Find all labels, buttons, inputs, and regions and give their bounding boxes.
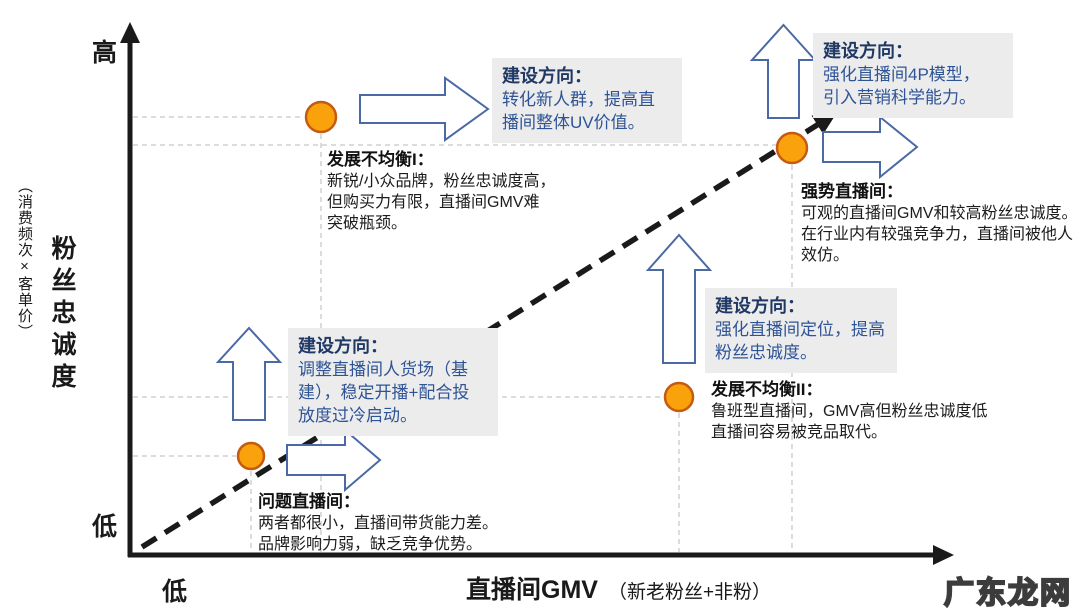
box-line: 播间整体UV价值。 xyxy=(502,113,645,132)
note-line: 直播间容易被竞品取代。 xyxy=(711,424,888,441)
box-line: 建），稳定开播+配合投 xyxy=(298,383,470,402)
x-axis-title: 直播间GMV xyxy=(466,576,598,604)
note-line: 效仿。 xyxy=(801,247,850,264)
dot-high-gmv-low-loyalty xyxy=(663,381,695,413)
note-title: 发展不均衡II： xyxy=(711,380,823,399)
box-title: 建设方向： xyxy=(823,41,913,61)
x-axis-low-label: 低 xyxy=(162,578,188,606)
box-direction-top-right: 建设方向： 强化直播间4P模型， 引入营销科学能力。 xyxy=(813,33,1013,118)
arrow-up-bottom-left xyxy=(215,326,283,421)
arrow-right-bottom-left xyxy=(286,427,382,493)
note-line: 新锐/小众品牌，粉丝忠诚度高， xyxy=(327,173,556,190)
box-title: 建设方向： xyxy=(715,296,805,316)
y-axis-high-label: 高 xyxy=(92,39,118,67)
dot-high-loyalty-low-gmv xyxy=(304,100,338,134)
dot-problem-room xyxy=(236,441,266,471)
box-title: 建设方向： xyxy=(502,66,592,86)
dot-strong-room xyxy=(775,131,809,165)
note-title: 发展不均衡I： xyxy=(327,150,434,169)
x-axis-title-row: 直播间GMV （新老粉丝+非粉） xyxy=(466,570,771,606)
box-line: 引入营销科学能力。 xyxy=(823,88,976,107)
arrow-up-top-right xyxy=(749,23,818,119)
note-line: 可观的直播间GMV和较高粉丝忠诚度。 xyxy=(801,205,1078,222)
y-axis-low-label: 低 xyxy=(92,513,118,541)
arrow-right-far-right xyxy=(822,114,919,180)
note-title: 问题直播间： xyxy=(258,492,360,511)
note-imbalance-2: 发展不均衡II： 鲁班型直播间，GMV高但粉丝忠诚度低 直播间容易被竞品取代。 xyxy=(711,378,987,443)
box-direction-top: 建设方向： 转化新人群，提高直 播间整体UV价值。 xyxy=(492,58,682,143)
arrow-up-middle xyxy=(645,233,713,364)
note-line: 两者都很小，直播间带货能力差。 xyxy=(258,515,499,532)
box-line: 放度过冷启动。 xyxy=(298,406,417,425)
quadrant-dots xyxy=(236,100,809,471)
y-axis-title: 粉丝忠诚度 xyxy=(48,235,76,395)
box-line: 调整直播间人货场（基 xyxy=(298,360,468,379)
note-line: 品牌影响力弱，缺乏竞争优势。 xyxy=(258,536,483,553)
box-line: 转化新人群，提高直 xyxy=(502,90,655,109)
arrow-right-top-left xyxy=(359,76,490,142)
box-direction-mid-right: 建设方向： 强化直播间定位，提高 粉丝忠诚度。 xyxy=(705,288,897,373)
box-line: 粉丝忠诚度。 xyxy=(715,343,817,362)
note-line: 突破瓶颈。 xyxy=(327,215,408,232)
note-line: 鲁班型直播间，GMV高但粉丝忠诚度低 xyxy=(711,403,988,420)
direction-arrows xyxy=(215,23,919,493)
y-axis-subtitle: （消费频次×客单价） xyxy=(16,178,33,340)
note-line: 在行业内有较强竞争力，直播间被他人 xyxy=(801,226,1074,243)
box-title: 建设方向： xyxy=(298,336,388,356)
note-strong-room: 强势直播间： 可观的直播间GMV和较高粉丝忠诚度。 在行业内有较强竞争力，直播间… xyxy=(801,180,1077,266)
note-problem-room: 问题直播间： 两者都很小，直播间带货能力差。 品牌影响力弱，缺乏竞争优势。 xyxy=(258,490,498,555)
x-axis-subtitle: （新老粉丝+非粉） xyxy=(607,582,772,603)
box-line: 强化直播间定位，提高 xyxy=(715,320,885,339)
watermark-logo: 广东龙网 xyxy=(943,576,1072,611)
box-direction-bottom-left: 建设方向： 调整直播间人货场（基 建），稳定开播+配合投 放度过冷启动。 xyxy=(288,328,498,436)
note-title: 强势直播间： xyxy=(801,182,903,201)
box-line: 强化直播间4P模型， xyxy=(823,65,980,84)
note-line: 但购买力有限，直播间GMV难 xyxy=(327,194,540,211)
note-imbalance-1: 发展不均衡I： 新锐/小众品牌，粉丝忠诚度高， 但购买力有限，直播间GMV难 突… xyxy=(327,148,555,234)
